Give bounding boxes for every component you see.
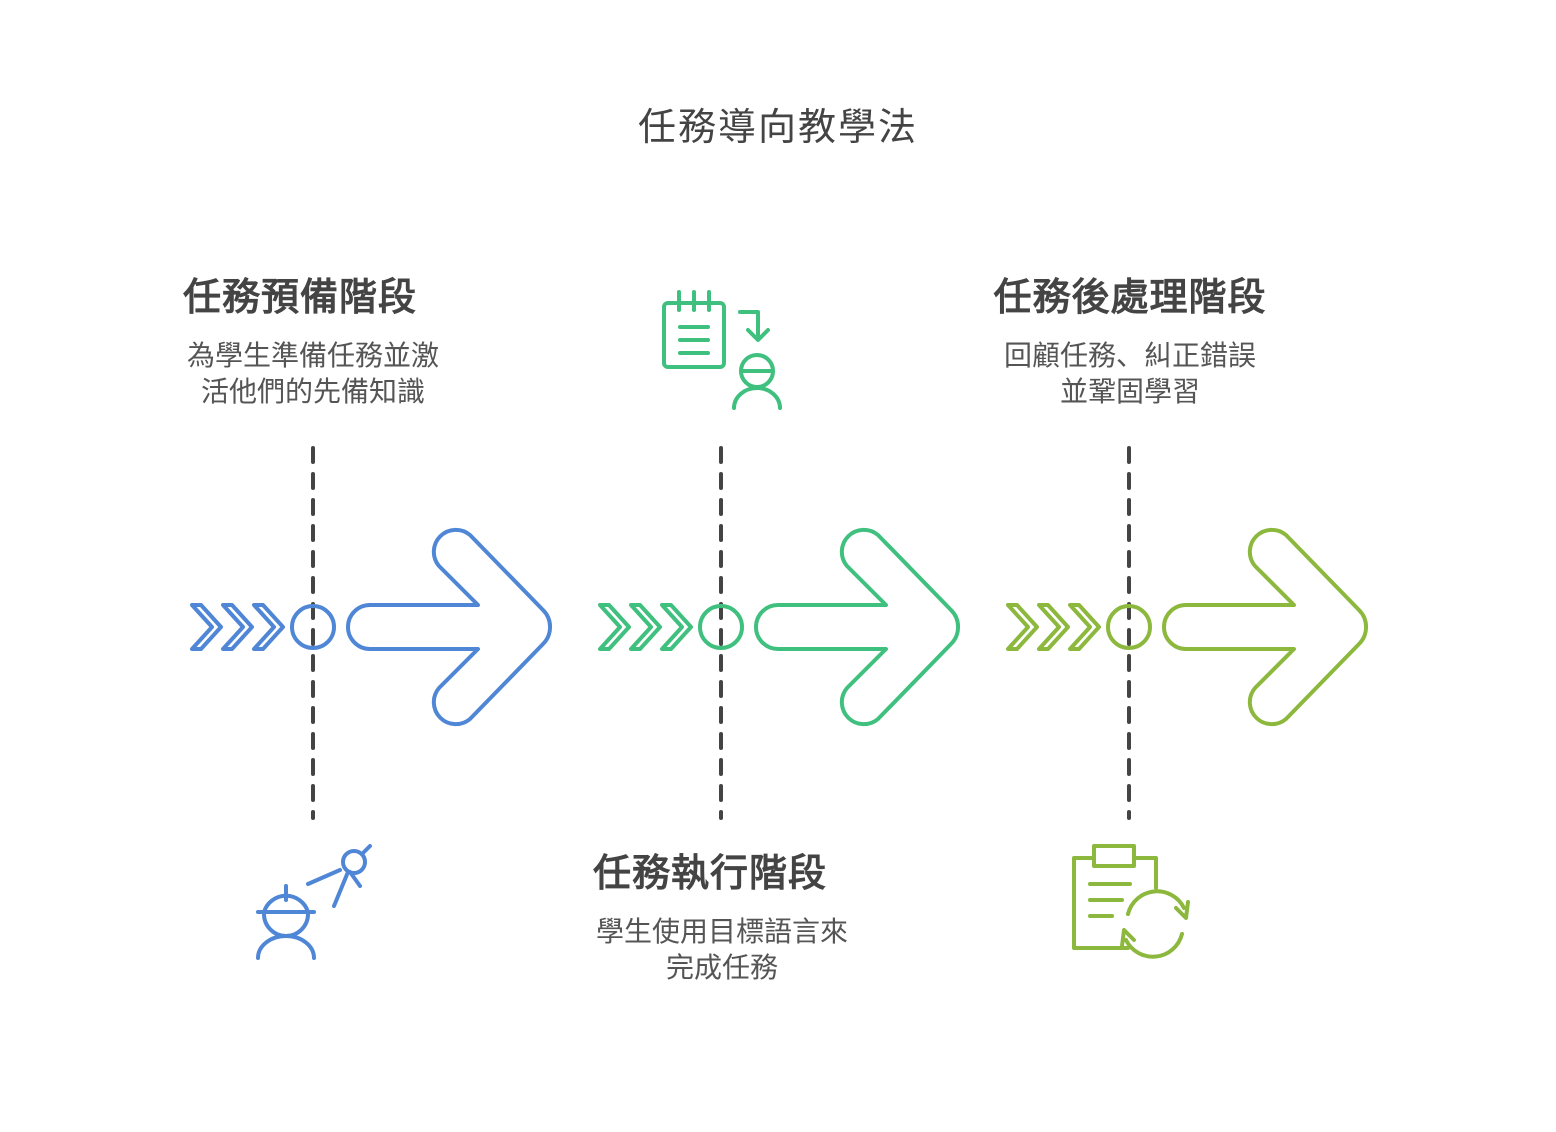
chevron-icon — [1068, 603, 1101, 651]
big-arrow-icon — [754, 527, 961, 727]
chevron-icon — [598, 603, 631, 651]
stage-prep-description: 為學生準備任務並激 活他們的先備知識 — [150, 338, 476, 410]
engineer-compass-icon — [256, 844, 372, 960]
stage-exec-desc-line-1: 學生使用目標語言來 — [595, 915, 848, 948]
chevron-icon — [629, 603, 662, 651]
stage-post-description: 回顧任務、糾正錯誤 並鞏固學習 — [970, 338, 1290, 410]
notebook-user-icon — [662, 290, 782, 410]
big-arrow-icon — [346, 527, 553, 727]
clipboard-refresh-icon — [1072, 844, 1190, 959]
stage-prep-title: 任務預備階段 — [182, 275, 417, 319]
stage-prep-desc-line-1: 為學生準備任務並激 — [186, 339, 439, 372]
milestone-circle — [698, 604, 744, 650]
dashed-guide-lines — [311, 446, 1131, 820]
milestone-circle — [1106, 604, 1152, 650]
chevron-icon — [252, 603, 285, 651]
arrow-group-post — [1006, 527, 1369, 727]
stage-post-title: 任務後處理階段 — [993, 275, 1267, 319]
stage-prep-desc-line-2: 活他們的先備知識 — [200, 375, 425, 408]
stage-exec-description: 學生使用目標語言來 完成任務 — [560, 914, 884, 986]
arrow-group-exec — [598, 527, 961, 727]
diagram-title: 任務導向教學法 — [637, 105, 918, 149]
arrow-group-prep — [190, 527, 553, 727]
chevron-icon — [1006, 603, 1039, 651]
chevron-icon — [1037, 603, 1070, 651]
chevron-icon — [660, 603, 693, 651]
chevron-icon — [190, 603, 223, 651]
big-arrow-icon — [1162, 527, 1369, 727]
chevron-icon — [221, 603, 254, 651]
stage-exec-desc-line-2: 完成任務 — [665, 951, 778, 984]
stage-exec-title: 任務執行階段 — [592, 851, 827, 895]
stage-post-desc-line-2: 並鞏固學習 — [1059, 375, 1200, 408]
stage-post-desc-line-1: 回顧任務、糾正錯誤 — [1003, 339, 1256, 372]
milestone-circle — [290, 604, 336, 650]
